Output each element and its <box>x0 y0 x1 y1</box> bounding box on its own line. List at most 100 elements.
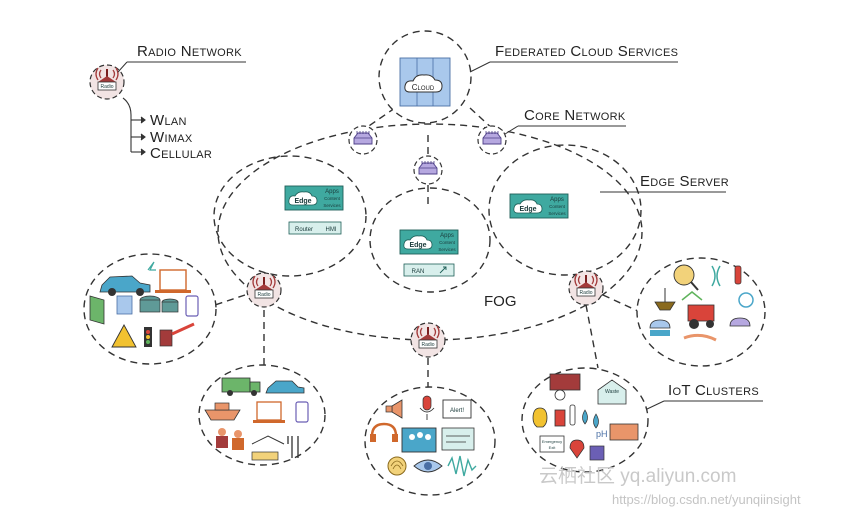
iot-clusters-label: IoT Clusters <box>668 382 759 399</box>
emergency-label: Emergency <box>542 439 562 444</box>
warning-sign-icon <box>111 324 137 348</box>
ship-icon <box>204 409 241 421</box>
radio-network-label: Radio Network <box>137 43 242 60</box>
edge-right-services: Services <box>548 211 566 216</box>
edge-right-apps: Apps <box>550 197 564 203</box>
hand-water-icon <box>683 333 717 342</box>
document-panel-icon <box>441 427 475 451</box>
edge-left-router: Router <box>295 227 313 233</box>
house-roof-icon <box>251 435 285 445</box>
core-router-center-icon <box>413 155 443 185</box>
edge-left-label: Edge <box>294 198 311 205</box>
video-conference-icon <box>401 427 437 453</box>
car-small-icon <box>265 380 305 394</box>
watermark-blog: https://blog.csdn.net/yunqiinsight <box>612 492 801 507</box>
fingerprint-icon <box>387 456 407 476</box>
watermark-site: 云栖社区 yq.aliyun.com <box>539 465 736 487</box>
edge-right-label: Edge <box>519 206 536 213</box>
radio-right-label: Radio <box>579 290 592 296</box>
core-router-left-icon <box>348 125 378 155</box>
radio-nodes: Radio Radio Radio Radio <box>89 64 604 358</box>
fire-sensor-icon <box>554 409 566 427</box>
thermometer-icon <box>569 404 576 426</box>
cloud-label: Cloud <box>412 83 435 92</box>
battery-icon <box>609 423 639 441</box>
edge-server-center: Edge Apps Content Services RAN <box>399 229 459 277</box>
fog-label: FOG <box>484 293 517 310</box>
radio-legend-label: Radio <box>100 84 113 90</box>
antenna-small-icon <box>439 266 447 274</box>
cutlery-icon <box>287 436 299 458</box>
location-pin-icon <box>569 439 585 459</box>
ph-label: pH <box>596 429 608 439</box>
bed-icon <box>251 451 279 461</box>
chip-icon <box>589 445 605 461</box>
people-icon <box>218 428 226 436</box>
test-tube-icon <box>734 265 742 285</box>
snowflake-icon <box>738 292 754 308</box>
waveform-icon <box>447 455 477 477</box>
dna-icon <box>711 265 721 287</box>
edge-center-ran: RAN <box>412 269 425 275</box>
lightbulb-icon <box>532 407 548 428</box>
federated-cloud-node: Cloud <box>378 30 472 124</box>
microphone-icon <box>422 395 432 411</box>
wlan-label: Wlan <box>150 112 187 129</box>
edge-center-label: Edge <box>409 242 426 249</box>
iot-cluster-logistics <box>198 364 326 466</box>
alert-label: Alert! <box>450 408 464 414</box>
radio-center-label: Radio <box>421 342 434 348</box>
tractor-icon <box>687 304 715 322</box>
machine-icon <box>549 373 581 391</box>
core-routers <box>348 125 507 185</box>
edge-right-content: Content <box>549 204 566 209</box>
radio-legend-tree <box>122 97 146 156</box>
radio-center-icon <box>410 322 446 358</box>
radio-left-icon <box>246 272 282 308</box>
document-icon <box>116 295 133 315</box>
water-drop-icon <box>582 409 588 425</box>
truck-icon <box>221 377 251 393</box>
alert-box-icon <box>442 399 472 419</box>
edge-server-right: Edge Apps Content Services <box>509 193 569 219</box>
barrier-icon <box>159 329 173 347</box>
iot-cluster-agriculture <box>636 257 766 367</box>
map-icon <box>89 295 105 325</box>
headphones-icon <box>370 422 398 437</box>
tablet-icon <box>295 401 309 423</box>
federated-cloud-label: Federated Cloud Services <box>495 43 678 60</box>
sprout-icon <box>681 291 703 301</box>
edge-left-services: Services <box>323 203 341 208</box>
iot-cluster-media: Alert! <box>364 386 496 496</box>
radio-legend-icon <box>89 64 125 100</box>
edge-center-content: Content <box>439 240 456 245</box>
iot-cluster-industrial: Waste pH Emergency Exit <box>521 367 649 473</box>
edge-center-services: Services <box>438 247 456 252</box>
edge-server-left: Edge Apps Content Services Router HMI <box>284 185 344 235</box>
soil-icon <box>654 301 676 311</box>
waste-label: Waste <box>605 389 619 395</box>
wimax-label: Wimax <box>150 129 193 146</box>
edge-server-label: Edge Server <box>640 173 729 190</box>
rain-cloud-icon <box>649 319 671 329</box>
core-router-right-icon <box>477 125 507 155</box>
waste-station-icon <box>597 379 627 405</box>
radio-left-label: Radio <box>257 292 270 298</box>
iot-cluster-transport <box>83 253 217 365</box>
laptop-icon <box>159 269 187 291</box>
weather-icon <box>729 317 751 327</box>
emergency-exit-icon <box>539 435 565 453</box>
edge-left-hmi: HMI <box>326 227 337 233</box>
radio-right-icon <box>568 270 604 306</box>
edge-left-apps: Apps <box>325 189 339 195</box>
signal-icon <box>147 261 156 271</box>
search-plant-icon <box>673 264 695 286</box>
edge-left-content: Content <box>324 196 341 201</box>
cellular-label: Cellular <box>150 145 212 162</box>
edge-center-apps: Apps <box>440 233 454 239</box>
core-network-label: Core Network <box>524 107 626 124</box>
exit-label: Exit <box>549 445 557 450</box>
laptop-small-icon <box>256 401 282 421</box>
phone-icon <box>185 295 199 317</box>
